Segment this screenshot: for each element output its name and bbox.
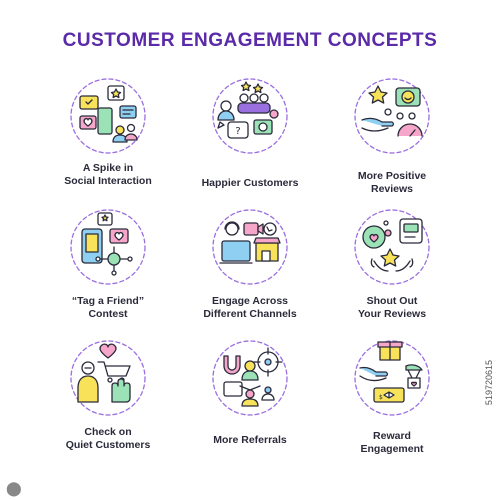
page-title: CUSTOMER ENGAGEMENT CONCEPTS bbox=[62, 30, 438, 51]
concept-card: Check on Quiet Customers bbox=[37, 334, 179, 465]
concept-card: A Spike in Social Interaction bbox=[37, 72, 179, 203]
concept-label: More Positive Reviews bbox=[357, 170, 427, 195]
concept-label: A Spike in Social Interaction bbox=[64, 162, 152, 187]
watermark-id: 519720615 bbox=[484, 360, 494, 406]
concept-card: ? Happier Customers bbox=[179, 72, 321, 203]
channels-icon bbox=[210, 207, 290, 287]
concept-card: “Tag a Friend” Contest bbox=[37, 203, 179, 334]
svg-text:$: $ bbox=[379, 394, 383, 401]
happy-customers-icon: ? bbox=[210, 76, 290, 156]
logo-icon: ⬤ bbox=[6, 480, 22, 496]
concept-label: “Tag a Friend” Contest bbox=[71, 295, 145, 320]
concept-label: Engage Across Different Channels bbox=[203, 295, 297, 320]
svg-text:?: ? bbox=[235, 126, 240, 137]
concept-card: More Positive Reviews bbox=[321, 72, 463, 203]
concept-label: More Referrals bbox=[213, 434, 287, 446]
concept-label: Reward Engagement bbox=[360, 430, 424, 455]
reward-icon: $ bbox=[352, 338, 432, 418]
positive-reviews-icon bbox=[352, 76, 432, 156]
concept-label: Check on Quiet Customers bbox=[65, 426, 151, 451]
concept-card: $ Reward Engagement bbox=[321, 334, 463, 465]
quiet-customers-icon bbox=[68, 338, 148, 418]
shout-out-icon bbox=[352, 207, 432, 287]
concept-grid: A Spike in Social Interaction ? bbox=[37, 72, 463, 465]
referrals-icon bbox=[210, 338, 290, 418]
tag-a-friend-icon bbox=[68, 207, 148, 287]
concept-label: Happier Customers bbox=[201, 177, 299, 189]
social-interaction-icon bbox=[68, 76, 148, 156]
concept-label: Shout Out Your Reviews bbox=[357, 295, 427, 320]
concept-card: More Referrals bbox=[179, 334, 321, 465]
concept-card: Shout Out Your Reviews bbox=[321, 203, 463, 334]
concept-card: Engage Across Different Channels bbox=[179, 203, 321, 334]
